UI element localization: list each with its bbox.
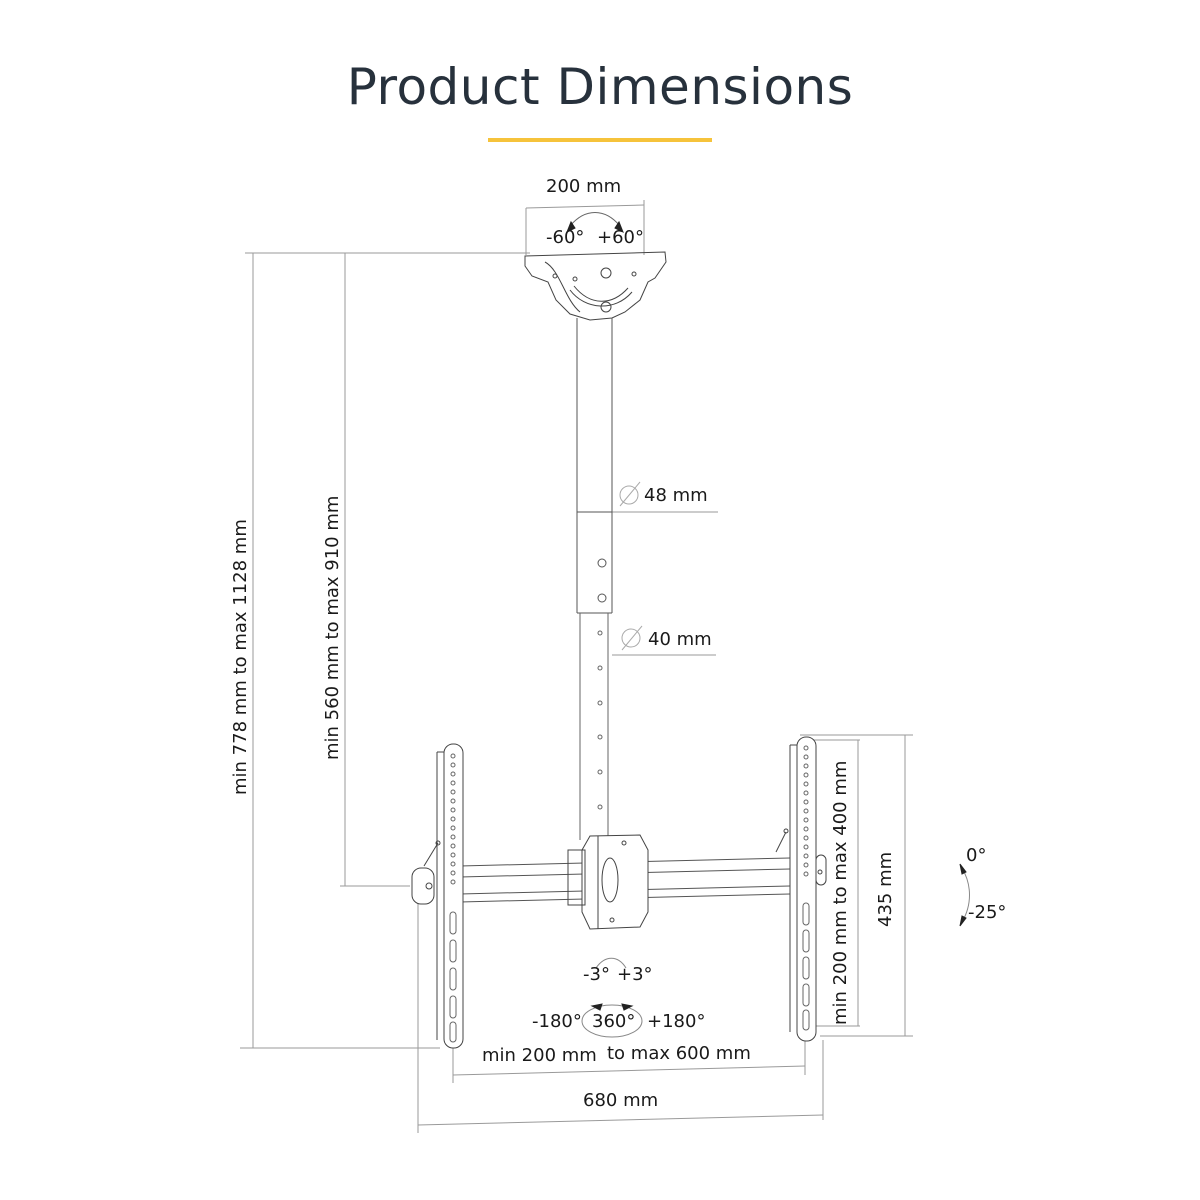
ceiling-swivel-arrow	[566, 212, 624, 234]
ceiling-plate-width-label: 200 mm	[546, 176, 622, 197]
lower-pole	[579, 613, 609, 840]
rotation-plus-label: +180°	[647, 1011, 706, 1032]
ceiling-swivel-minus-label: -60°	[546, 227, 585, 248]
diameter-symbols	[619, 481, 643, 651]
upper-pole-diameter-label: 48 mm	[644, 485, 708, 506]
overall-width-label: 680 mm	[583, 1090, 659, 1111]
bracket-height-label: 435 mm	[875, 851, 896, 927]
level-arrow	[595, 957, 627, 969]
left-bracket	[411, 743, 464, 1049]
upper-pole	[576, 318, 613, 614]
lower-pole-diameter-label: 40 mm	[648, 629, 712, 650]
title-underline	[488, 138, 712, 142]
total-height-label: min 778 mm to max 1128 mm	[230, 519, 251, 795]
ceiling-swivel-plus-label: +60°	[597, 227, 644, 248]
page-title: Product Dimensions	[346, 58, 854, 116]
rotation-minus-label: -180°	[532, 1011, 582, 1032]
ceiling-plate	[524, 251, 667, 321]
rotation-total-label: 360°	[592, 1011, 636, 1032]
vesa-horizontal-min-label: min 200 mm	[482, 1045, 597, 1066]
vesa-horizontal-max-label: to max 600 mm	[607, 1043, 751, 1064]
vesa-vertical-label: min 200 mm to max 400 mm	[830, 760, 851, 1025]
tilt-arrow	[959, 863, 970, 927]
tilt-top-label: 0°	[966, 845, 987, 866]
center-clamp	[567, 834, 649, 930]
right-bracket	[775, 736, 827, 1042]
rotation-ellipse	[581, 1003, 643, 1038]
level-plus-label: +3°	[617, 964, 653, 985]
tilt-bottom-label: -25°	[968, 902, 1007, 923]
pole-height-label: min 560 mm to max 910 mm	[322, 495, 343, 760]
dimension-lines	[240, 200, 913, 1133]
level-minus-label: -3°	[583, 964, 610, 985]
